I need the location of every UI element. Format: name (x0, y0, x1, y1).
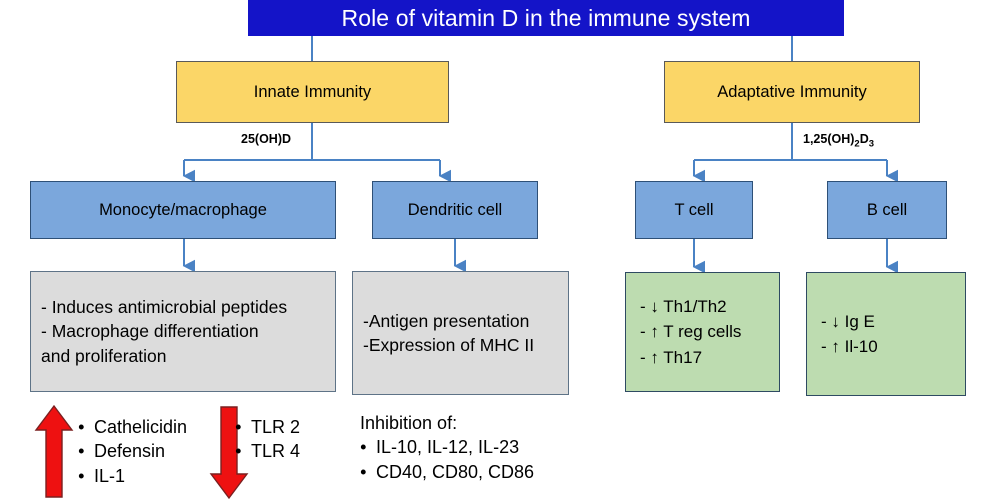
up-arrow-red-icon (34, 404, 74, 498)
list-item: - Macrophage differentiation (41, 321, 259, 342)
metabolite-sub-3: 3 (868, 138, 875, 150)
box-b-cell-effects: - ↓ Ig E - ↑ Il-10 (806, 272, 966, 396)
upregulated-list: • Cathelicidin • Defensin • IL-1 (78, 415, 187, 488)
list-item: -Antigen presentation (363, 310, 530, 331)
box-innate-immunity[interactable]: Innate Immunity (176, 61, 449, 123)
list-item-label: Cathelicidin (94, 417, 188, 437)
list-item: and proliferation (41, 345, 167, 366)
list-item: • CD40, CD80, CD86 (360, 460, 534, 484)
box-dendritic-cell[interactable]: Dendritic cell (372, 181, 538, 239)
box-t-cell-effects: - ↓ Th1/Th2 - ↑ T reg cells - ↑ Th17 (625, 272, 780, 392)
bullet-icon: • (235, 441, 242, 462)
list-item: -Expression of MHC II (363, 335, 535, 355)
inhibition-heading: Inhibition of: (360, 413, 458, 433)
dendritic-effect-list: -Antigen presentation -Expression of MHC… (363, 309, 534, 357)
metabolite-prefix: 1,25(OH) (803, 132, 855, 146)
t-cell-effect-list: - ↓ Th1/Th2 - ↑ T reg cells - ↑ Th17 (634, 294, 741, 371)
list-item-label: TLR 4 (251, 441, 301, 462)
label-1-25-oh-2-d3: 1,25(OH)2D3 (803, 132, 874, 150)
box-monocyte-effects: - Induces antimicrobial peptides - Macro… (30, 271, 336, 392)
b-cell-effect-list: - ↓ Ig E - ↑ Il-10 (815, 309, 878, 360)
list-item: • TLR 2 (235, 415, 300, 439)
box-dendritic-effects: -Antigen presentation -Expression of MHC… (352, 271, 569, 395)
list-item-label: TLR 2 (251, 417, 301, 437)
inhibition-list: Inhibition of: • IL-10, IL-12, IL-23 • CD4… (360, 411, 534, 484)
list-item: - ↑ Th17 (640, 347, 703, 367)
bullet-icon: • (78, 465, 85, 486)
list-item: • IL-10, IL-12, IL-23 (360, 435, 534, 459)
box-monocyte-macrophage[interactable]: Monocyte/macrophage (30, 181, 336, 239)
bullet-icon: • (360, 437, 367, 458)
list-item-label: CD40, CD80, CD86 (376, 461, 535, 482)
list-item: - ↑ Il-10 (821, 337, 878, 356)
metabolite-mid: D (859, 132, 869, 146)
list-item: • TLR 4 (235, 439, 300, 463)
list-item-label: IL-1 (94, 465, 126, 486)
page-title: Role of vitamin D in the immune system (248, 0, 844, 36)
list-item: - ↓ Ig E (821, 311, 875, 331)
metabolite-sub-2: 2 (854, 138, 860, 150)
down-arrow-red-icon (209, 406, 249, 500)
list-item: • IL-1 (78, 464, 187, 488)
list-item-label: Defensin (94, 441, 166, 462)
list-item: • Defensin (78, 439, 187, 463)
bullet-icon: • (78, 417, 85, 437)
box-adaptative-immunity[interactable]: Adaptative Immunity (664, 61, 920, 123)
list-item-label: IL-10, IL-12, IL-23 (376, 437, 520, 458)
list-item: - ↓ Th1/Th2 (640, 296, 727, 316)
list-item: • Cathelicidin (78, 415, 187, 439)
label-25-oh-d: 25(OH)D (241, 132, 292, 146)
bullet-icon: • (78, 441, 85, 462)
box-b-cell[interactable]: B cell (827, 181, 947, 239)
list-item: - ↑ T reg cells (640, 322, 742, 342)
bullet-icon: • (360, 461, 367, 482)
downregulated-list: • TLR 2 • TLR 4 (235, 415, 300, 464)
box-t-cell[interactable]: T cell (635, 181, 753, 239)
list-item: - Induces antimicrobial peptides (41, 297, 288, 318)
monocyte-effect-list: - Induces antimicrobial peptides - Macro… (41, 295, 287, 367)
bullet-icon: • (235, 417, 242, 437)
